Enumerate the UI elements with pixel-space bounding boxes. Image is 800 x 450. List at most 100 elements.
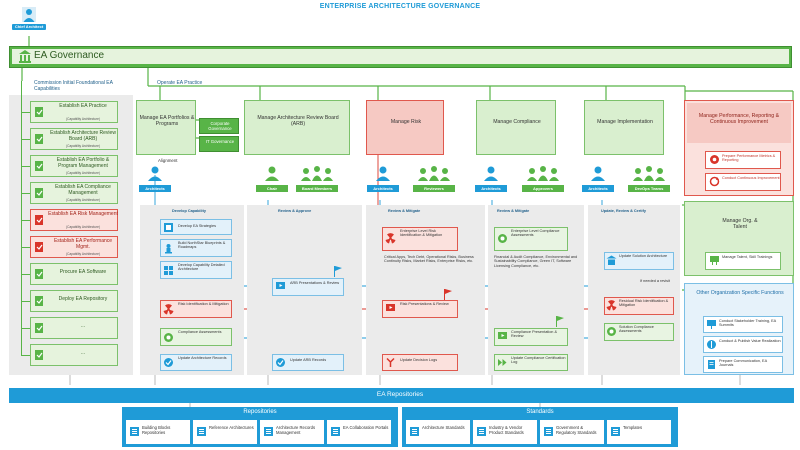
stakeholder-training-item[interactable]	[703, 316, 783, 333]
left-item[interactable]: Deploy EA Repository	[30, 290, 118, 312]
left-item-label: Establish EA Risk Management	[48, 211, 118, 217]
continuous-improvement-item[interactable]	[705, 173, 781, 191]
revisit-note: If needed a revisit	[640, 279, 670, 283]
update-records-item[interactable]	[160, 354, 232, 371]
risk-identification-label: Risk Identification & Mitigation	[178, 302, 229, 306]
left-item[interactable]: Establish EA Compliance Management(Capab…	[30, 182, 118, 204]
compliance-assessments-item[interactable]	[160, 328, 232, 346]
manage-risk-box[interactable]: Manage Risk	[366, 100, 444, 155]
doc-icon	[35, 188, 43, 198]
compliance-presentation-label: Compliance Presentation & Review	[511, 330, 558, 339]
compliance-assessments-label: Compliance Assessments	[178, 330, 222, 334]
left-item-sub: (Capability Architecture)	[66, 144, 100, 148]
risk-identification-item[interactable]	[160, 300, 232, 318]
other-functions-box[interactable]: Other Organization Specific Functions Co…	[684, 283, 794, 375]
manage-performance-box[interactable]: Manage Performance, Reporting & Continuo…	[684, 100, 794, 196]
repositories-item[interactable]: EA Collaboration Portals	[327, 420, 391, 444]
blueprints-item[interactable]	[160, 239, 232, 257]
left-item-label: ...	[80, 323, 86, 329]
repositories-item-label: Building Blocks Repositories	[142, 425, 171, 435]
left-item[interactable]: Establish EA Performance Mgmt.(Capabilit…	[30, 236, 118, 258]
left-item[interactable]: Establish EA Risk Management(Capability …	[30, 209, 118, 231]
left-item-sub: (Capability Architecture)	[66, 171, 100, 175]
left-connector	[21, 301, 30, 302]
compliance-presentation-item[interactable]	[494, 328, 568, 346]
communication-item[interactable]	[703, 356, 783, 373]
standards-icon	[410, 427, 419, 436]
repositories-title: Repositories	[243, 409, 277, 415]
repositories-item[interactable]: Building Blocks Repositories	[126, 420, 190, 444]
standards-item-label: Government & Regulatory Standards	[556, 425, 597, 435]
left-item[interactable]: Establish EA Portfolio & Program Managem…	[30, 155, 118, 177]
standards-items: Architecture Standards Industry & Vendor …	[406, 420, 674, 444]
update-arb-item[interactable]	[272, 354, 344, 371]
talent-training-item[interactable]	[705, 252, 781, 270]
ea-governance-title: EA Governance	[34, 50, 105, 61]
manage-portfolios-box[interactable]: Manage EA Portfolios & Programs	[136, 100, 196, 155]
records-icon	[164, 358, 173, 367]
puzzle-icon	[164, 266, 173, 275]
certification-log-item[interactable]	[494, 354, 568, 371]
repositories-item-label: Architecture Records Management	[276, 425, 316, 435]
enterprise-compliance-label: Enterprise Level Compliance Assessments	[511, 229, 560, 238]
presentation-icon	[276, 282, 285, 289]
solution-compliance-item[interactable]	[604, 323, 674, 341]
training-icon	[710, 256, 719, 265]
decision-icon	[386, 357, 395, 367]
standards-item[interactable]: Government & Regulatory Standards	[540, 420, 604, 444]
update-solution-item[interactable]	[604, 252, 674, 270]
develop-strategies-item[interactable]	[160, 219, 232, 235]
residual-risk-item[interactable]	[604, 297, 674, 315]
doc-icon	[35, 134, 43, 144]
manage-compliance-box[interactable]: Manage Compliance	[476, 100, 556, 155]
left-item[interactable]: Procure EA Software	[30, 263, 118, 285]
left-connector	[21, 166, 30, 167]
left-item[interactable]: ...	[30, 317, 118, 339]
performance-metrics-item[interactable]	[705, 151, 781, 169]
detailed-architecture-item[interactable]	[160, 261, 232, 279]
solution-icon	[606, 255, 617, 265]
ea-repositories-bar[interactable]	[9, 388, 794, 403]
certification-log-label: Update Compliance Certification Log	[511, 356, 566, 365]
doc-icon	[35, 269, 43, 279]
value-realization-item[interactable]	[703, 336, 783, 353]
repositories-item[interactable]: Architecture Records Management	[260, 420, 324, 444]
decision-logs-item[interactable]	[382, 354, 458, 371]
left-item-label: Establish EA Portfolio & Program Managem…	[56, 157, 110, 169]
standards-item[interactable]: Industry & Vendor Product Standards	[473, 420, 537, 444]
communication-label: Prepare Communication, EA Journals	[719, 359, 767, 368]
residual-risk-label: Residual Risk Identification & Mitigatio…	[619, 299, 669, 308]
ea-repositories-label: EA Repositories	[376, 391, 424, 398]
risk-presentations-label: Risk Presentations & Review	[400, 302, 449, 306]
talent-training-label: Manage Talent, Skill Trainings	[722, 255, 773, 259]
manage-portfolios-label: Manage EA Portfolios & Programs	[139, 115, 195, 127]
update-solution-label: Update Solution Architecture	[619, 254, 668, 258]
repositories-item[interactable]: Reference Architectures	[193, 420, 257, 444]
solution-compliance-icon	[607, 327, 616, 336]
left-item[interactable]: ...	[30, 344, 118, 366]
enterprise-risk-item[interactable]	[382, 227, 458, 251]
manage-org-box[interactable]: Manage Org. & Talent Manage Talent, Skil…	[684, 201, 794, 276]
manage-arb-box[interactable]: Manage Architecture Review Board (ARB)	[244, 100, 350, 155]
update-heading: Update, Review & Certify	[601, 209, 646, 213]
standards-item[interactable]: Architecture Standards	[406, 420, 470, 444]
standards-item[interactable]: Templates	[607, 420, 671, 444]
left-item[interactable]: Establish Architecture Review Board (ARB…	[30, 128, 118, 150]
person-icon	[22, 7, 36, 22]
doc-icon	[35, 323, 43, 333]
performance-metrics-label: Prepare Performance Metrics & Reporting	[722, 154, 776, 163]
risk-examples-text: Critical Apps, Tech Debt, Operational Ri…	[384, 255, 474, 264]
stakeholder-training-label: Conduct Stakeholder Training, EA Summits	[719, 319, 776, 328]
repositories-item-label: EA Collaboration Portals	[343, 425, 389, 430]
left-item-label: Establish Architecture Review Board (ARB…	[50, 130, 116, 142]
journal-icon	[708, 360, 715, 369]
repositories-items: Building Blocks Repositories Reference Ar…	[126, 420, 394, 444]
standards-item-label: Architecture Standards	[422, 425, 465, 430]
manage-implementation-box[interactable]: Manage Implementation	[584, 100, 664, 155]
left-item[interactable]: Establish EA Practice(Capability Archite…	[30, 101, 118, 123]
manage-compliance-label: Manage Compliance	[493, 119, 541, 125]
risk-presentations-item[interactable]	[382, 300, 458, 318]
arb-presentations-item[interactable]	[272, 278, 344, 296]
review-heading: Review & Approve	[278, 209, 312, 213]
arb-presentations-label: ARB Presentations & Review	[290, 281, 340, 285]
